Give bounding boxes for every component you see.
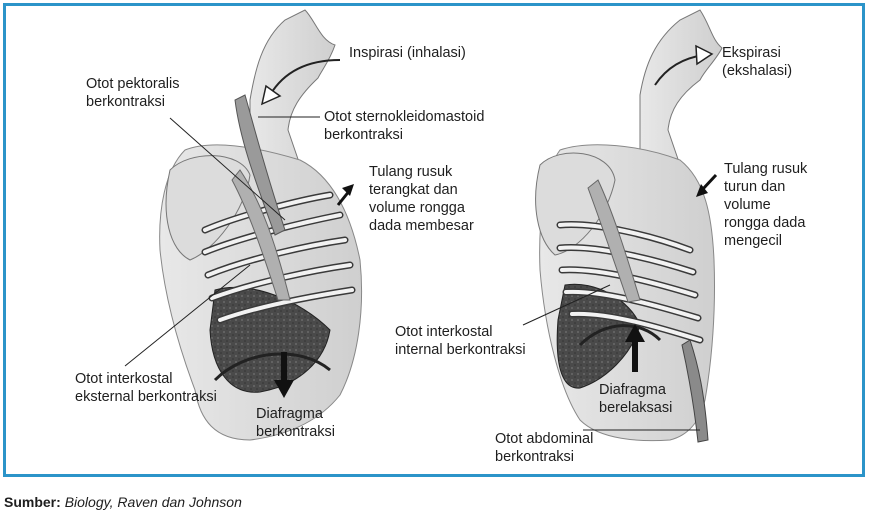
right-leader-lines bbox=[522, 284, 700, 431]
source-label: Sumber: bbox=[4, 494, 61, 510]
rib-up-arrow bbox=[336, 184, 354, 206]
label-inspirasi: Inspirasi (inhalasi) bbox=[349, 45, 466, 61]
respiration-illustration bbox=[124, 9, 723, 443]
figure-frame bbox=[3, 3, 865, 477]
right-torso bbox=[535, 9, 723, 443]
left-torso bbox=[159, 9, 363, 441]
diaphragm-up-arrow bbox=[625, 324, 645, 372]
rib-down-arrow bbox=[696, 173, 718, 197]
label-ekspirasi: Ekspirasi(ekshalasi) bbox=[722, 45, 793, 79]
inhalation-arrow bbox=[260, 59, 341, 106]
source-caption: Sumber: Biology, Raven dan Johnson bbox=[4, 494, 242, 510]
diaphragm-down-arrow bbox=[274, 352, 294, 398]
source-text: Biology, Raven dan Johnson bbox=[64, 494, 242, 510]
exhalation-arrow bbox=[654, 44, 714, 86]
left-leader-lines bbox=[124, 116, 320, 367]
